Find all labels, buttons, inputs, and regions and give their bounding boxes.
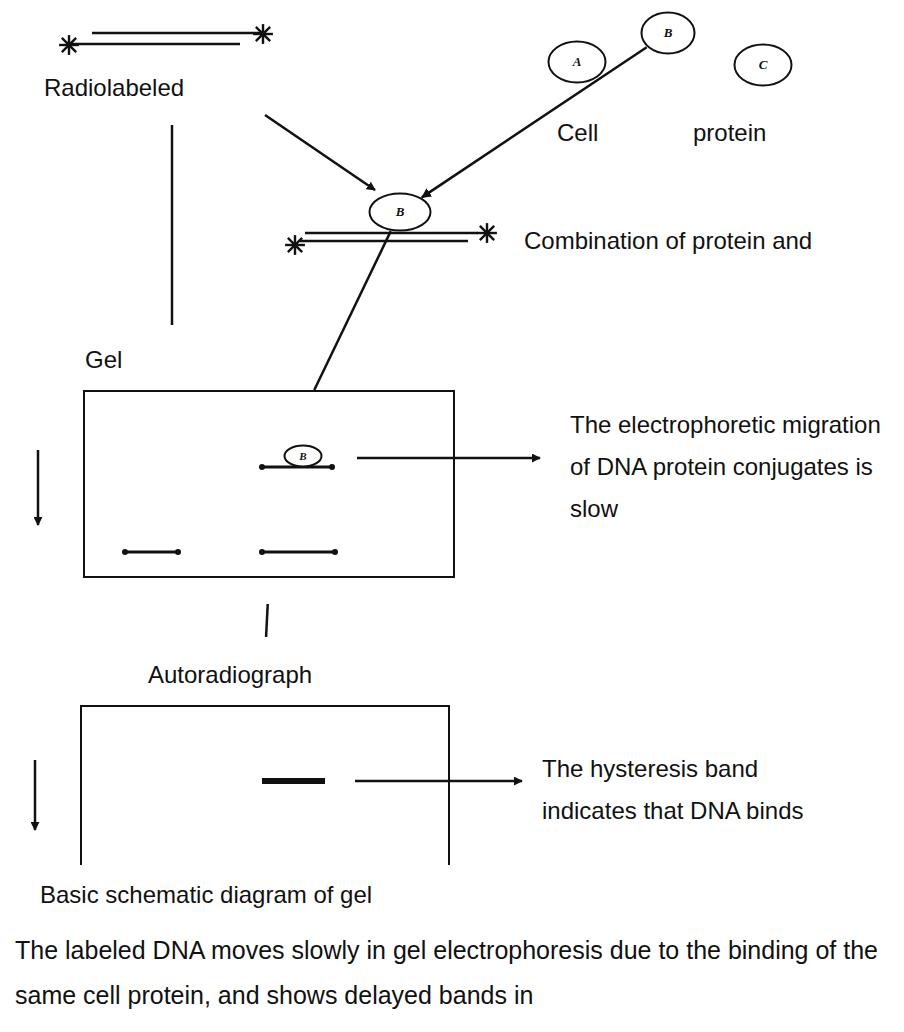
bound-protein-circle: B: [283, 444, 323, 468]
box-heading: Autoradiograph: [148, 661, 312, 689]
caption: The labeled DNA moves slowly in gel elec…: [15, 928, 895, 1018]
leader-arrow: [357, 457, 540, 460]
callout-note: The electrophoretic migration of DNA pro…: [570, 404, 890, 530]
connector: [266, 604, 268, 637]
lane-line: [171, 125, 174, 325]
protein-letter: A: [547, 40, 607, 84]
protein-circle: C: [733, 43, 793, 87]
callout-note: Combination of protein and: [524, 220, 894, 262]
callout-note: The hysteresis band indicates that DNA b…: [542, 748, 842, 832]
leader-arrow: [355, 780, 522, 783]
dna-label: Radiolabeled: [44, 67, 344, 109]
dna-arrow: [265, 115, 375, 190]
box-heading: Gel: [85, 346, 122, 374]
protein-letter: B: [368, 192, 432, 232]
migration-arrow: [34, 760, 37, 830]
protein-letter: B: [640, 11, 696, 55]
bound-protein-circle: B: [368, 192, 432, 232]
migration-arrow: [37, 450, 40, 525]
autoradiograph-box: Autoradiograph: [80, 705, 450, 865]
shifted-band: [262, 778, 325, 784]
gel-box: GelB: [83, 390, 455, 578]
protein-letter: B: [283, 444, 323, 468]
protein-label: Cell: [557, 112, 657, 154]
protein-letter: C: [733, 43, 793, 87]
figure-label: Basic schematic diagram of gel: [40, 874, 540, 916]
protein-circle: B: [640, 11, 696, 55]
protein-label: protein: [693, 112, 833, 154]
connector: [314, 231, 391, 390]
gel-bands: [122, 464, 338, 555]
connector: [422, 47, 647, 197]
labeled-dna: [59, 24, 273, 55]
protein-circle: A: [547, 40, 607, 84]
